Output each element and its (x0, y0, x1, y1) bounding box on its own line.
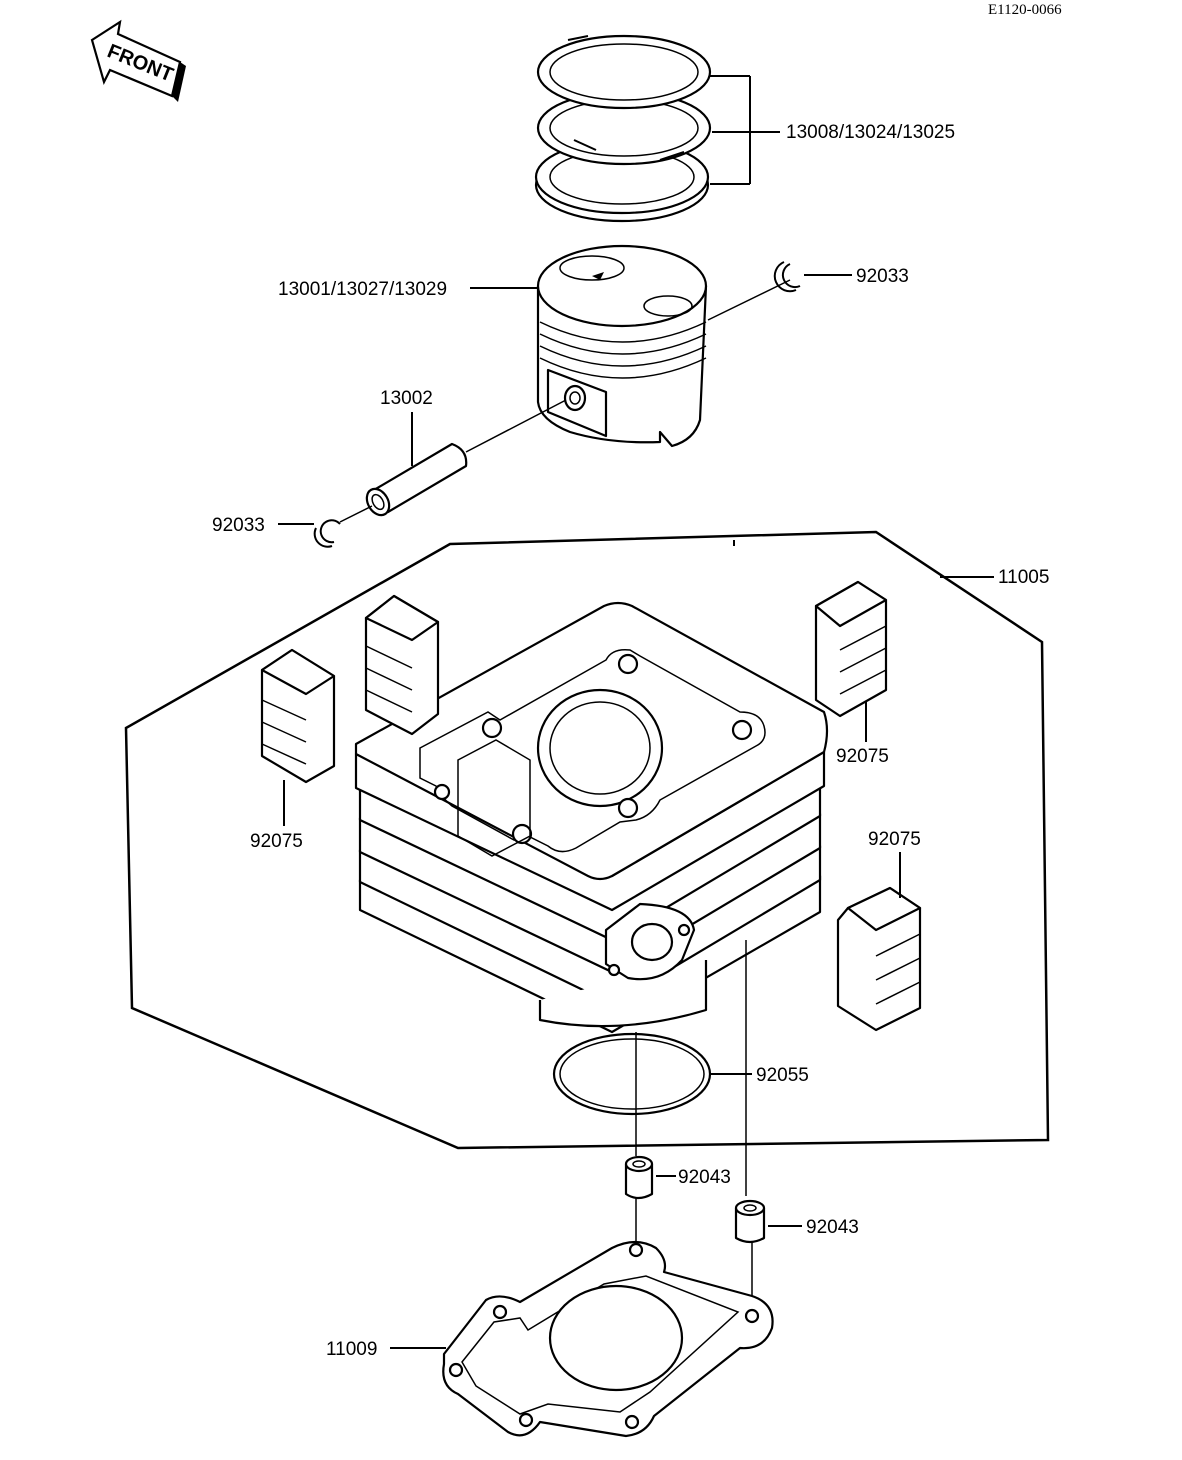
label-damper-left: 92075 (250, 831, 303, 852)
label-circlip-left: 92033 (212, 515, 265, 536)
label-piston-rings: 13008/13024/13025 (786, 122, 955, 143)
piston-pin (365, 442, 468, 517)
circlip-right (773, 261, 801, 293)
label-o-ring: 92055 (756, 1065, 809, 1086)
damper-right-lower (836, 886, 922, 1032)
label-dowel-right: 92043 (806, 1217, 859, 1238)
label-circlip-right: 92033 (856, 266, 909, 287)
damper-left (260, 648, 336, 784)
damper-back-left (364, 594, 440, 736)
cylinder-block (354, 601, 829, 1034)
label-damper-right-top: 92075 (836, 746, 889, 767)
label-cylinder: 11005 (998, 567, 1049, 588)
label-piston: 13001/13027/13029 (278, 279, 447, 300)
dowel-pin-right (734, 1199, 766, 1244)
reference-code: E1120-0066 (988, 2, 1062, 18)
o-ring (552, 1032, 712, 1116)
circlip-left (313, 519, 341, 548)
piston-rings (534, 34, 712, 223)
cylinder-boundary (124, 530, 1050, 1150)
ring-leader-bracket (710, 75, 780, 185)
label-base-gasket: 11009 (326, 1339, 377, 1360)
label-damper-right-lower: 92075 (868, 829, 921, 850)
base-gasket (442, 1240, 774, 1438)
label-dowel-left: 92043 (678, 1167, 731, 1188)
label-piston-pin: 13002 (380, 388, 433, 409)
damper-right-top (814, 580, 888, 718)
piston (536, 244, 708, 448)
dowel-pin-left (624, 1155, 654, 1200)
front-arrow-icon: FRONT (90, 19, 186, 102)
